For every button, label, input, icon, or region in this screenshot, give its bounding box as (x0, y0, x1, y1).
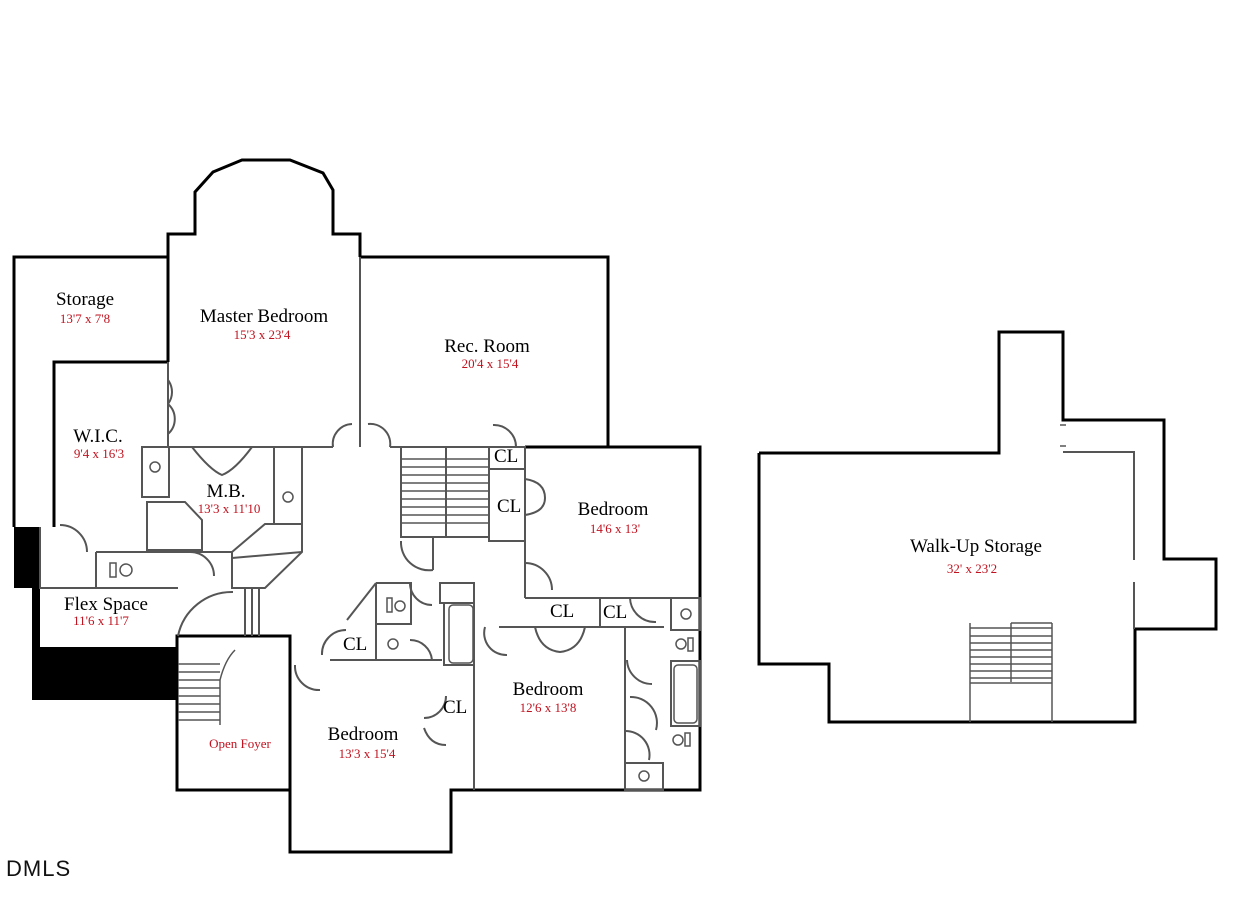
sink-icon (638, 770, 650, 782)
toilet-icon (119, 563, 133, 577)
foyer-stair-treads (178, 649, 236, 725)
interior-walls (39, 257, 701, 791)
closet-label: CL (497, 496, 522, 517)
room-label-storage: Storage (55, 289, 115, 310)
sink-icon (149, 461, 161, 473)
closet-label: CL (494, 446, 519, 467)
sink-icon (282, 491, 294, 503)
room-dims-walk-up-storage: 32' x 23'2 (946, 561, 998, 576)
open-foyer-label: Open Foyer (209, 736, 271, 751)
dmls-watermark: DMLS (6, 856, 72, 881)
closet-label: CL (550, 601, 575, 622)
room-label-rec-room: Rec. Room (444, 336, 530, 357)
room-dims-rec-room: 20'4 x 15'4 (461, 356, 519, 371)
room-dims-bedroom-3: 12'6 x 13'8 (519, 700, 577, 715)
solid-wall-block-1 (14, 527, 40, 588)
room-dims-storage: 13'7 x 7'8 (59, 311, 111, 326)
room-label-flex-space: Flex Space (64, 594, 148, 615)
room-label-master-bedroom: Master Bedroom (199, 306, 329, 327)
bathtub-icon (448, 604, 474, 664)
room-label-wic: W.I.C. (73, 426, 123, 447)
room-label-master-bath: M.B. (206, 481, 246, 502)
toilet-icon (394, 600, 406, 612)
walk-up-stair (969, 622, 1053, 722)
solid-wall-block-2 (32, 647, 178, 700)
room-label-bedroom-4: Bedroom (327, 724, 399, 745)
door-swings (59, 379, 658, 761)
main-stair-treads (401, 458, 489, 524)
closet-label: CL (443, 697, 468, 718)
toilet-icon (675, 638, 687, 650)
solid-wall-block-3 (32, 588, 40, 650)
bathtub-icon (673, 664, 698, 724)
toilet-icon (672, 734, 684, 746)
sink-icon (387, 638, 399, 650)
room-label-walk-up-storage: Walk-Up Storage (910, 536, 1042, 557)
room-dims-master-bath: 13'3 x 11'10 (197, 501, 261, 516)
room-dims-bedroom-2: 14'6 x 13' (589, 521, 641, 536)
room-label-bedroom-2: Bedroom (577, 499, 649, 520)
room-dims-flex-space: 11'6 x 11'7 (73, 613, 129, 628)
closet-label: CL (343, 634, 368, 655)
room-dims-wic: 9'4 x 16'3 (73, 446, 125, 461)
closet-label: CL (603, 602, 628, 623)
bathroom-fixtures (109, 461, 698, 782)
room-dims-bedroom-4: 13'3 x 15'4 (338, 746, 396, 761)
room-dims-master-bedroom: 15'3 x 23'4 (233, 327, 291, 342)
sink-icon (680, 608, 692, 620)
room-label-bedroom-3: Bedroom (512, 679, 584, 700)
walk-up-storage-walls (757, 330, 1218, 724)
